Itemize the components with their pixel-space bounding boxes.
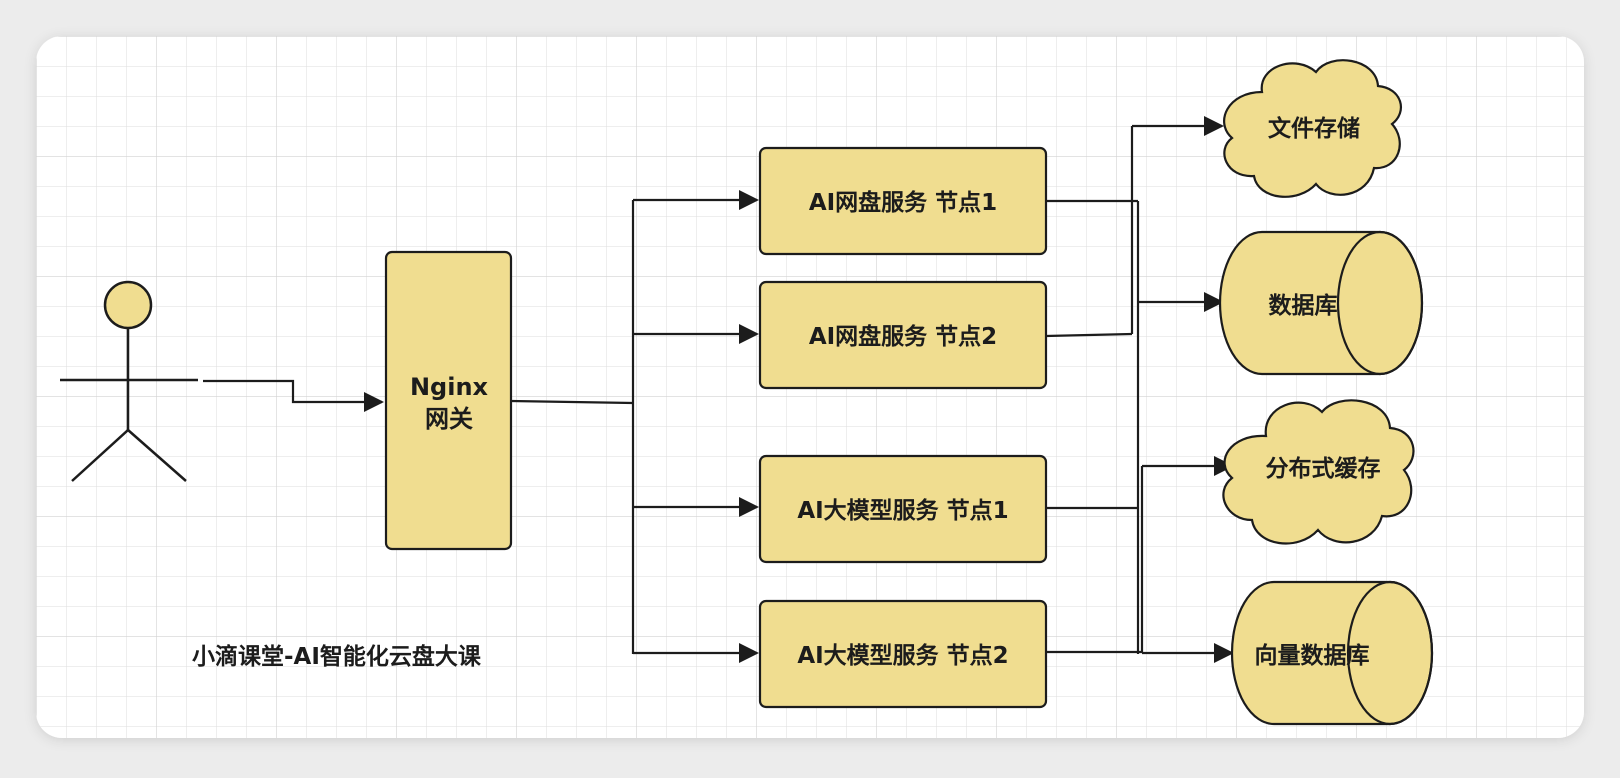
service-node-1: AI网盘服务 节点1 [758, 146, 1048, 256]
service-node-4-label: AI大模型服务 节点2 [797, 643, 1008, 669]
vector-db-cylinder-node: 向量数据库 [1230, 580, 1434, 726]
service-node-1-label: AI网盘服务 节点1 [809, 189, 997, 216]
database-cylinder-node: 数据库 [1218, 230, 1424, 376]
vector-db-label: 向量数据库 [1255, 642, 1370, 669]
service-node-3-label: AI大模型服务 节点1 [797, 498, 1008, 524]
service-node-4: AI大模型服务 节点2 [758, 599, 1048, 709]
file-storage-label: 文件存储 [1268, 115, 1360, 142]
gateway-label-line2: 网关 [425, 405, 473, 433]
edge-user-gateway [203, 379, 384, 412]
edge-gateway-trunk [510, 399, 634, 405]
stick-figure-user-icon [60, 280, 198, 482]
connectors [203, 116, 1234, 663]
service-node-3: AI大模型服务 节点1 [758, 454, 1048, 564]
edge-service-2-out [1045, 332, 1133, 338]
diagram-caption: 小滴课堂-AI智能化云盘大课 [192, 643, 482, 670]
database-label: 数据库 [1269, 293, 1338, 319]
service-node-2-label: AI网盘服务 节点2 [809, 323, 997, 350]
gateway-node: Nginx 网关 [384, 250, 513, 551]
gateway-label-line1: Nginx [410, 373, 489, 401]
cache-label: 分布式缓存 [1266, 455, 1381, 482]
service-node-2: AI网盘服务 节点2 [758, 280, 1048, 390]
file-storage-cloud-node: 文件存储 [1223, 59, 1402, 198]
cache-cloud-node: 分布式缓存 [1222, 399, 1415, 545]
